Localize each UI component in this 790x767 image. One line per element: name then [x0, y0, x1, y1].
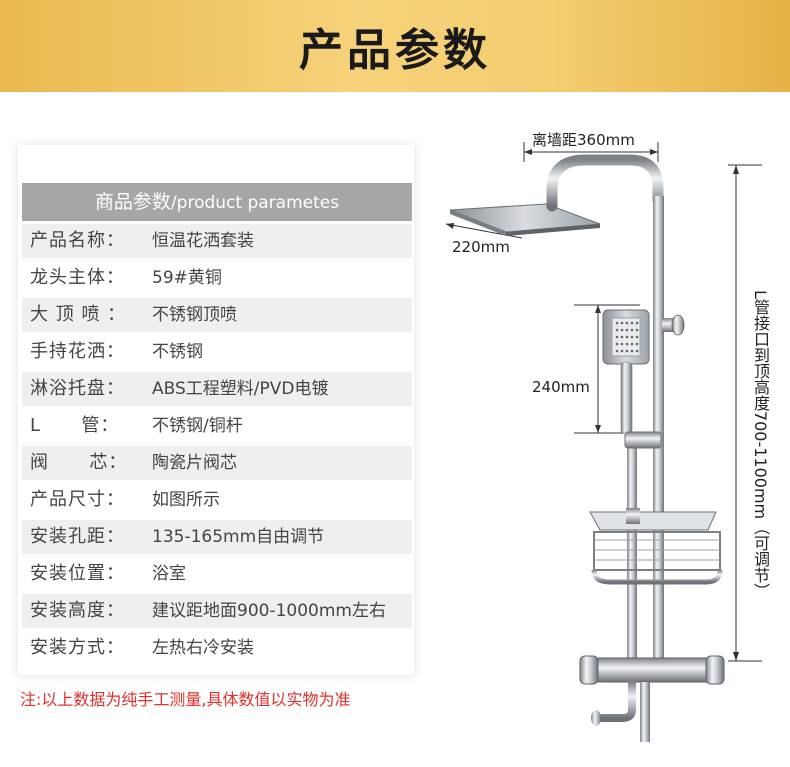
spec-value: 不锈钢	[152, 342, 203, 362]
spec-value: 建议距地面900-1000mm左右	[152, 601, 386, 621]
spec-row: 淋浴托盘： ABS工程塑料/PVD电镀	[22, 372, 412, 406]
spec-label: 淋浴托盘：	[30, 378, 125, 399]
spec-row: 产品名称： 恒温花洒套装	[22, 224, 412, 258]
spec-value: 135-165mm自由调节	[152, 527, 325, 547]
rain-shower-head	[449, 203, 601, 236]
spec-row: 龙头主体： 59#黄铜	[22, 261, 412, 295]
spec-row: 安装孔距： 135-165mm自由调节	[22, 520, 412, 554]
disclaimer-note: 注:以上数据为纯手工测量,具体数值以实物为准	[20, 690, 351, 709]
spec-row: 手持花洒： 不锈钢	[22, 335, 412, 369]
spec-label: 阀 芯：	[30, 452, 128, 473]
slide-holder	[624, 431, 662, 449]
handheld-dimension	[574, 304, 640, 434]
wall-distance-dimension	[523, 142, 659, 162]
spec-value: 不锈钢/铜杆	[152, 416, 243, 436]
head-size-label: 220mm	[452, 238, 510, 256]
spec-value: 如图所示	[152, 490, 220, 510]
spec-row: 安装方式： 左热右冷安装	[22, 631, 412, 665]
spec-row: 大 顶 喷 ： 不锈钢顶喷	[22, 298, 412, 332]
spec-label: 产品尺寸：	[30, 489, 125, 510]
spec-label: 安装孔距：	[30, 526, 125, 547]
spec-header-en: /product parametes	[170, 193, 340, 213]
spec-label: 手持花洒：	[30, 341, 125, 362]
spec-row: 安装高度： 建议距地面900-1000mm左右	[22, 594, 412, 628]
spec-value: 不锈钢顶喷	[152, 305, 237, 325]
wall-distance-label: 离墙距360mm	[532, 131, 635, 149]
riser-pipe	[653, 196, 664, 666]
spec-row: L 管： 不锈钢/铜杆	[22, 409, 412, 443]
shower-tray-shelf	[589, 508, 723, 585]
spec-value: 59#黄铜	[152, 268, 222, 288]
overhead-arm	[546, 154, 664, 212]
height-label: L管接口到顶高度700-1100mm（可调节）	[751, 290, 770, 600]
spec-value: 陶瓷片阀芯	[152, 453, 237, 473]
spec-label: 安装位置：	[30, 563, 125, 584]
spec-row: 安装位置： 浴室	[22, 557, 412, 591]
spec-label: 大 顶 喷 ：	[30, 304, 127, 325]
handheld-size-label: 240mm	[532, 378, 590, 396]
spec-header-cn: 商品参数	[94, 191, 171, 213]
spec-header: 商品参数/product parametes	[22, 183, 412, 221]
spec-label: 龙头主体：	[30, 267, 125, 288]
spec-label: 安装高度：	[30, 600, 125, 621]
spec-row: 产品尺寸： 如图所示	[22, 483, 412, 517]
slide-rail	[627, 438, 637, 668]
spec-value: ABS工程塑料/PVD电镀	[152, 379, 329, 399]
spec-value: 左热右冷安装	[152, 638, 254, 658]
handheld-shower	[602, 309, 650, 435]
spec-label: 产品名称：	[30, 230, 125, 251]
page-title: 产品参数	[299, 25, 491, 76]
spec-label: 安装方式：	[30, 637, 125, 658]
spec-label: L 管：	[30, 415, 120, 436]
spec-value: 浴室	[152, 564, 186, 584]
thermostatic-mixer	[579, 655, 725, 742]
wall-bracket	[662, 314, 685, 336]
spec-value: 恒温花洒套装	[152, 231, 254, 251]
height-dimension	[728, 164, 762, 662]
spec-row: 阀 芯： 陶瓷片阀芯	[22, 446, 412, 480]
title-banner	[0, 0, 790, 92]
